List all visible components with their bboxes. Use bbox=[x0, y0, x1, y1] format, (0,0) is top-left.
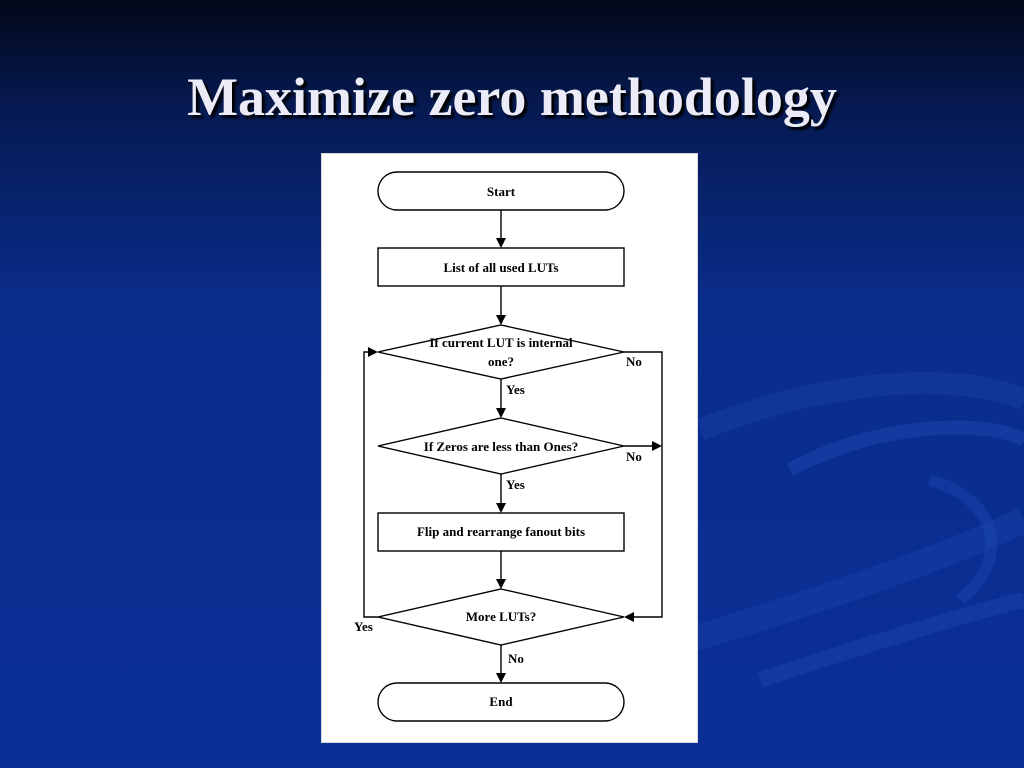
connector-internal-no bbox=[624, 351, 663, 618]
arrowhead bbox=[624, 612, 634, 622]
start-label: Start bbox=[487, 184, 516, 199]
yes-label-zeros: Yes bbox=[506, 477, 525, 492]
decision-internal-label-line2: one? bbox=[488, 354, 514, 369]
flowchart-panel: Start List of all used LUTs If current L… bbox=[321, 153, 698, 743]
arrowhead bbox=[496, 238, 506, 248]
flip-bits-label: Flip and rearrange fanout bits bbox=[417, 524, 585, 539]
arrowhead bbox=[496, 408, 506, 418]
decision-internal-label-line1: If current LUT is internal bbox=[429, 335, 573, 350]
list-luts-label: List of all used LUTs bbox=[443, 260, 558, 275]
decision-internal-node bbox=[377, 324, 625, 380]
no-label-more: No bbox=[508, 651, 524, 666]
decision-more-luts-label: More LUTs? bbox=[466, 609, 536, 624]
end-label: End bbox=[489, 694, 513, 709]
slide-title: Maximize zero methodology bbox=[187, 67, 837, 127]
no-label-zeros: No bbox=[626, 449, 642, 464]
yes-label-more: Yes bbox=[354, 619, 373, 634]
list-luts-node bbox=[377, 247, 625, 287]
arrowhead bbox=[496, 315, 506, 325]
arrowhead bbox=[496, 673, 506, 683]
yes-label-internal: Yes bbox=[506, 382, 525, 397]
arrowhead bbox=[496, 503, 506, 513]
decision-zeros-label: If Zeros are less than Ones? bbox=[424, 439, 578, 454]
connector-more-yes-loop bbox=[363, 351, 378, 618]
flip-bits-node bbox=[377, 512, 625, 552]
no-label-internal: No bbox=[626, 354, 642, 369]
flowchart-diagram: Start List of all used LUTs If current L… bbox=[354, 171, 663, 722]
end-node bbox=[377, 682, 625, 722]
arrowhead bbox=[652, 441, 662, 451]
arrowhead bbox=[496, 579, 506, 589]
arrowhead bbox=[368, 347, 378, 357]
